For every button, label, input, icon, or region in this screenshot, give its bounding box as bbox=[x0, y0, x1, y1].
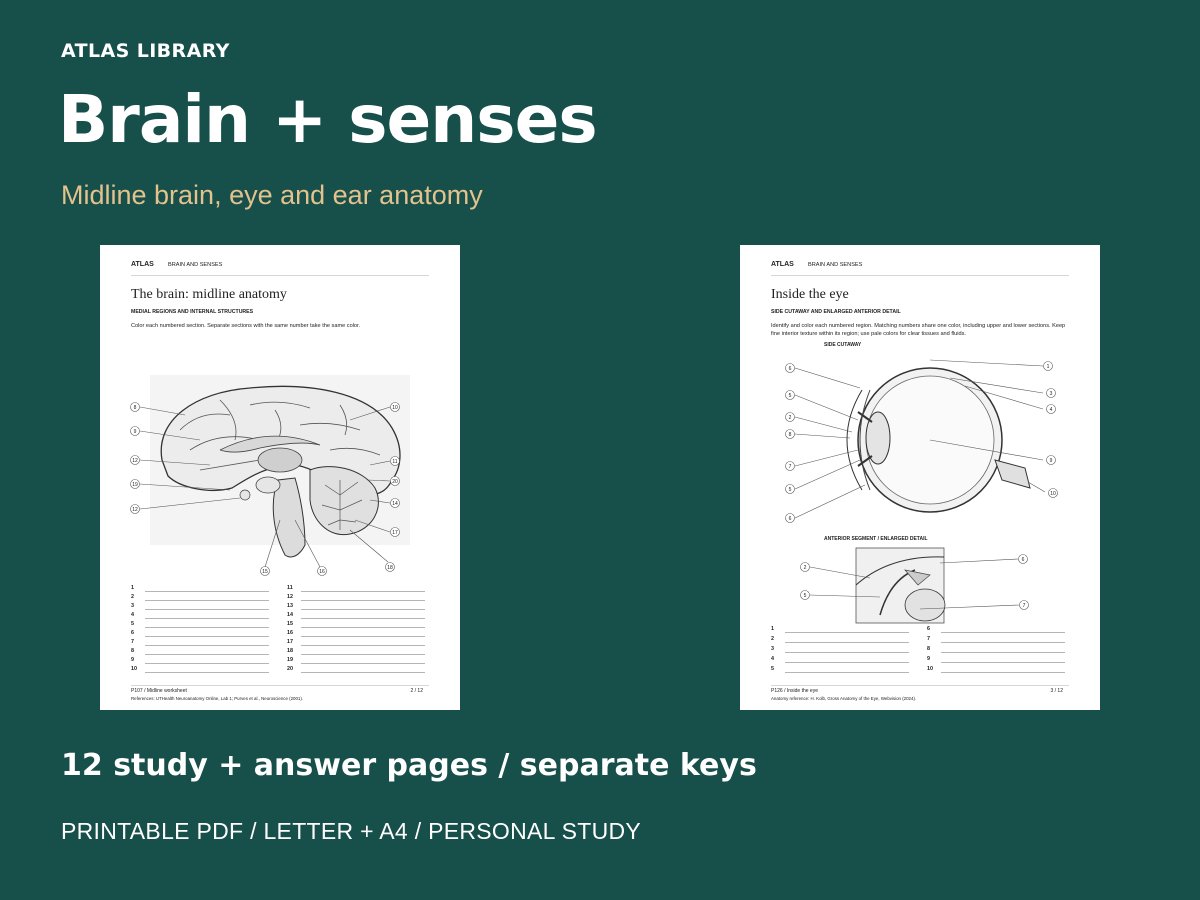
callout-label: 1 bbox=[1047, 364, 1050, 370]
callout-label: 12 bbox=[132, 507, 138, 513]
page-header: ATLAS BRAIN AND SENSES bbox=[131, 259, 429, 276]
callout-label: 7 bbox=[1023, 603, 1026, 609]
callout-label: 9 bbox=[134, 429, 137, 435]
answer-list-left: 1 2 3 4 5 bbox=[771, 626, 911, 676]
answer-number: 10 bbox=[927, 666, 933, 672]
page-instructions: Identify and color each numbered region.… bbox=[771, 323, 1066, 338]
callout-label: 7 bbox=[789, 464, 792, 470]
answer-number: 3 bbox=[771, 646, 774, 652]
figure-label: ANTERIOR SEGMENT / ENLARGED DETAIL bbox=[824, 536, 928, 542]
page-number: 3 / 12 bbox=[1050, 688, 1063, 694]
callout-label: 6 bbox=[1022, 557, 1025, 563]
page-number: 2 / 12 bbox=[410, 688, 423, 694]
eye-detail-illustration: 2 5 6 7 bbox=[800, 547, 1029, 624]
callout-label: 15 bbox=[262, 569, 268, 575]
answer-number: 3 bbox=[131, 603, 134, 609]
callout-label: 16 bbox=[319, 569, 325, 575]
answer-number: 7 bbox=[131, 639, 134, 645]
brain-illustration: 8 9 12 19 12 10 11 20 14 17 15 16 18 bbox=[130, 375, 410, 576]
answer-number: 6 bbox=[927, 626, 930, 632]
callout-label: 9 bbox=[1050, 458, 1053, 464]
answer-number: 2 bbox=[771, 636, 774, 642]
page-subhead: SIDE CUTAWAY AND ENLARGED ANTERIOR DETAI… bbox=[771, 309, 901, 315]
answer-number: 17 bbox=[287, 639, 293, 645]
answer-number: 18 bbox=[287, 648, 293, 654]
answer-number: 14 bbox=[287, 612, 293, 618]
answer-number: 19 bbox=[287, 657, 293, 663]
answer-list-left: 1 2 3 4 5 6 7 8 9 10 bbox=[131, 585, 271, 677]
product-tagline: 12 study + answer pages / separate keys bbox=[61, 748, 757, 783]
page-reference: References: UTHealth Neuroanatomy Online… bbox=[131, 696, 304, 701]
callout-label: 5 bbox=[789, 487, 792, 493]
page-title: Inside the eye bbox=[771, 287, 849, 302]
answer-number: 1 bbox=[771, 626, 774, 632]
answer-number: 7 bbox=[927, 636, 930, 642]
callout-label: 10 bbox=[392, 405, 398, 411]
product-subtitle: Midline brain, eye and ear anatomy bbox=[61, 180, 483, 210]
page-footer: P126 / Inside the eye bbox=[771, 688, 818, 694]
page-subhead: MEDIAL REGIONS AND INTERNAL STRUCTURES bbox=[131, 309, 254, 315]
worksheet-preview-eye: ATLAS BRAIN AND SENSES Inside the eye SI… bbox=[740, 245, 1100, 710]
callout-label: 2 bbox=[789, 415, 792, 421]
answer-number: 11 bbox=[287, 585, 293, 591]
answer-number: 5 bbox=[131, 621, 134, 627]
answer-number: 12 bbox=[287, 594, 293, 600]
page-brand: ATLAS bbox=[771, 261, 794, 268]
answer-number: 2 bbox=[131, 594, 134, 600]
callout-label: 6 bbox=[789, 516, 792, 522]
answer-number: 20 bbox=[287, 666, 293, 672]
page-section: BRAIN AND SENSES bbox=[808, 262, 863, 268]
callout-label: 6 bbox=[789, 366, 792, 372]
answer-number: 4 bbox=[771, 656, 774, 662]
page-brand: ATLAS bbox=[131, 261, 154, 268]
callout-label: 3 bbox=[1050, 391, 1053, 397]
page-title: The brain: midline anatomy bbox=[131, 287, 287, 302]
callout-label: 8 bbox=[134, 405, 137, 411]
answer-number: 1 bbox=[131, 585, 134, 591]
page-header: ATLAS BRAIN AND SENSES bbox=[771, 259, 1069, 276]
answer-number: 9 bbox=[927, 656, 930, 662]
product-specs: PRINTABLE PDF / LETTER + A4 / PERSONAL S… bbox=[61, 818, 642, 844]
answer-list-right: 11 12 13 14 15 16 17 18 19 20 bbox=[287, 585, 427, 677]
answer-number: 9 bbox=[131, 657, 134, 663]
answer-number: 4 bbox=[131, 612, 134, 618]
answer-number: 8 bbox=[131, 648, 134, 654]
figure-label: SIDE CUTAWAY bbox=[824, 342, 862, 348]
callout-label: 8 bbox=[789, 432, 792, 438]
worksheet-preview-brain: ATLAS BRAIN AND SENSES The brain: midlin… bbox=[100, 245, 460, 710]
answer-number: 5 bbox=[771, 666, 774, 672]
answer-number: 6 bbox=[131, 630, 134, 636]
callout-label: 19 bbox=[132, 482, 138, 488]
callout-label: 4 bbox=[1050, 407, 1053, 413]
eye-cutaway-illustration: 6 5 2 8 7 5 6 1 3 4 9 10 bbox=[785, 359, 1058, 523]
answer-number: 13 bbox=[287, 603, 293, 609]
callout-label: 10 bbox=[1050, 491, 1056, 497]
answer-number: 10 bbox=[131, 666, 137, 672]
callout-label: 14 bbox=[392, 501, 398, 507]
callout-label: 17 bbox=[392, 530, 398, 536]
callout-label: 11 bbox=[392, 459, 397, 465]
answer-number: 8 bbox=[927, 646, 930, 652]
product-title: Brain + senses bbox=[58, 81, 598, 158]
page-instructions: Color each numbered section. Separate se… bbox=[131, 323, 361, 329]
page-footer: P107 / Midline worksheet bbox=[131, 688, 187, 694]
answer-number: 16 bbox=[287, 630, 293, 636]
answer-list-right: 6 7 8 9 10 bbox=[927, 626, 1067, 676]
brand-eyebrow: ATLAS LIBRARY bbox=[61, 40, 230, 62]
page-reference: Anatomy reference: H. Kolb, Gross Anatom… bbox=[771, 696, 917, 701]
callout-label: 20 bbox=[392, 479, 398, 485]
callout-label: 5 bbox=[804, 593, 807, 599]
page-section: BRAIN AND SENSES bbox=[168, 262, 223, 268]
callout-label: 12 bbox=[132, 458, 138, 464]
callout-label: 18 bbox=[387, 565, 393, 571]
answer-number: 15 bbox=[287, 621, 293, 627]
callout-label: 5 bbox=[789, 393, 792, 399]
callout-label: 2 bbox=[804, 565, 807, 571]
